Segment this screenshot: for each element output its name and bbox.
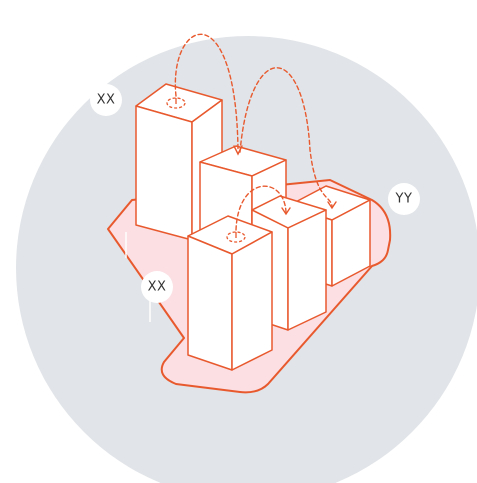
transfer-arc-3 bbox=[235, 185, 287, 231]
transfer-arc-2 bbox=[239, 67, 333, 207]
transfer-arc-1 bbox=[174, 33, 239, 151]
label-bottom-left-text: XX bbox=[148, 280, 167, 295]
label-top-left: XX bbox=[90, 84, 122, 116]
label-right: YY bbox=[388, 183, 420, 215]
label-bottom-left: XX bbox=[141, 271, 173, 303]
arrowhead-3 bbox=[281, 207, 291, 216]
label-top-left-text: XX bbox=[97, 93, 116, 108]
arrowhead-1 bbox=[233, 145, 243, 156]
marker-circle-tall-front bbox=[226, 231, 246, 243]
marker-circle-tall-back bbox=[166, 97, 186, 109]
arrowhead-2 bbox=[327, 201, 337, 210]
label-right-text: YY bbox=[395, 192, 413, 207]
block-tall-front bbox=[187, 215, 273, 371]
